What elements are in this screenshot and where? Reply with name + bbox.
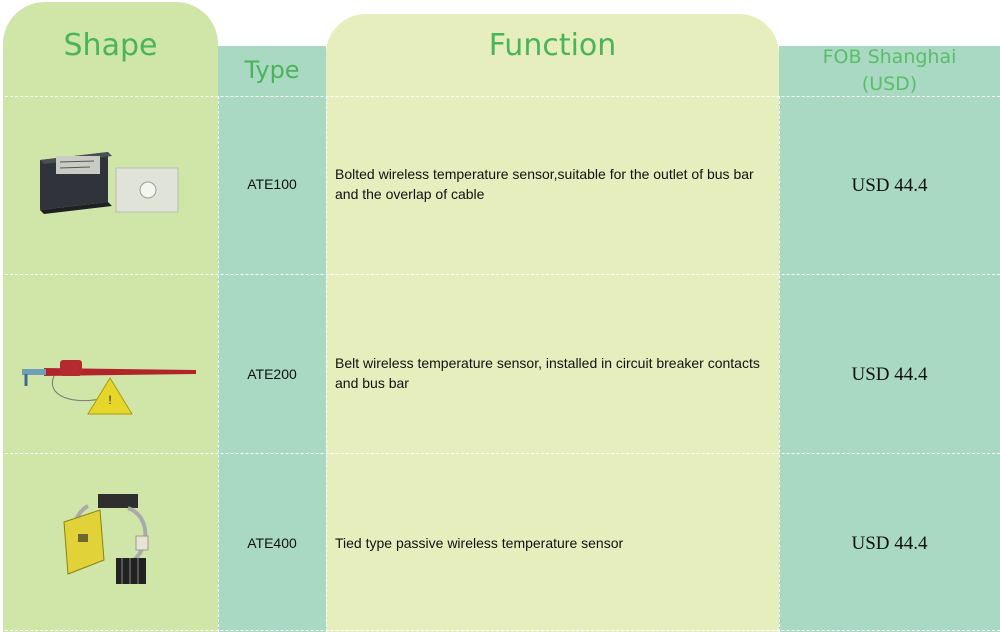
function-cell-ate100: Bolted wireless temperature sensor,suita… [335, 166, 754, 202]
shape-column [3, 2, 218, 632]
fob-header-line1: FOB Shanghai [822, 46, 957, 68]
bolted-sensor-image [40, 152, 179, 214]
type-cell-ate200: ATE200 [247, 366, 297, 382]
fob-header: FOB Shanghai (USD) [779, 44, 1000, 98]
function-header: Function [488, 28, 617, 63]
function-column [326, 14, 779, 632]
column-divider [779, 96, 780, 632]
type-header: Type [244, 56, 300, 84]
shape-header: Shape [63, 28, 158, 63]
belt-sensor-image: ! [22, 360, 196, 415]
price-cell-ate100: USD 44.4 [851, 175, 928, 196]
tied-sensor-image [63, 494, 149, 584]
price-cell-ate400: USD 44.4 [851, 533, 928, 554]
column-divider [218, 96, 219, 632]
fob-column [779, 46, 1000, 632]
type-cell-ate100: ATE100 [247, 176, 297, 192]
row-divider [0, 453, 1000, 454]
type-cell-ate400: ATE400 [247, 535, 297, 551]
price-cell-ate200: USD 44.4 [851, 364, 928, 385]
row-divider [0, 96, 1000, 97]
row-divider [0, 630, 1000, 631]
svg-text:!: ! [108, 393, 111, 407]
type-column [218, 46, 326, 632]
fob-header-line2: (USD) [861, 73, 918, 95]
function-cell-ate200: Belt wireless temperature sensor, instal… [335, 355, 760, 391]
row-divider [0, 274, 1000, 275]
function-cell-ate400: Tied type passive wireless temperature s… [335, 535, 624, 551]
column-divider [326, 96, 327, 632]
